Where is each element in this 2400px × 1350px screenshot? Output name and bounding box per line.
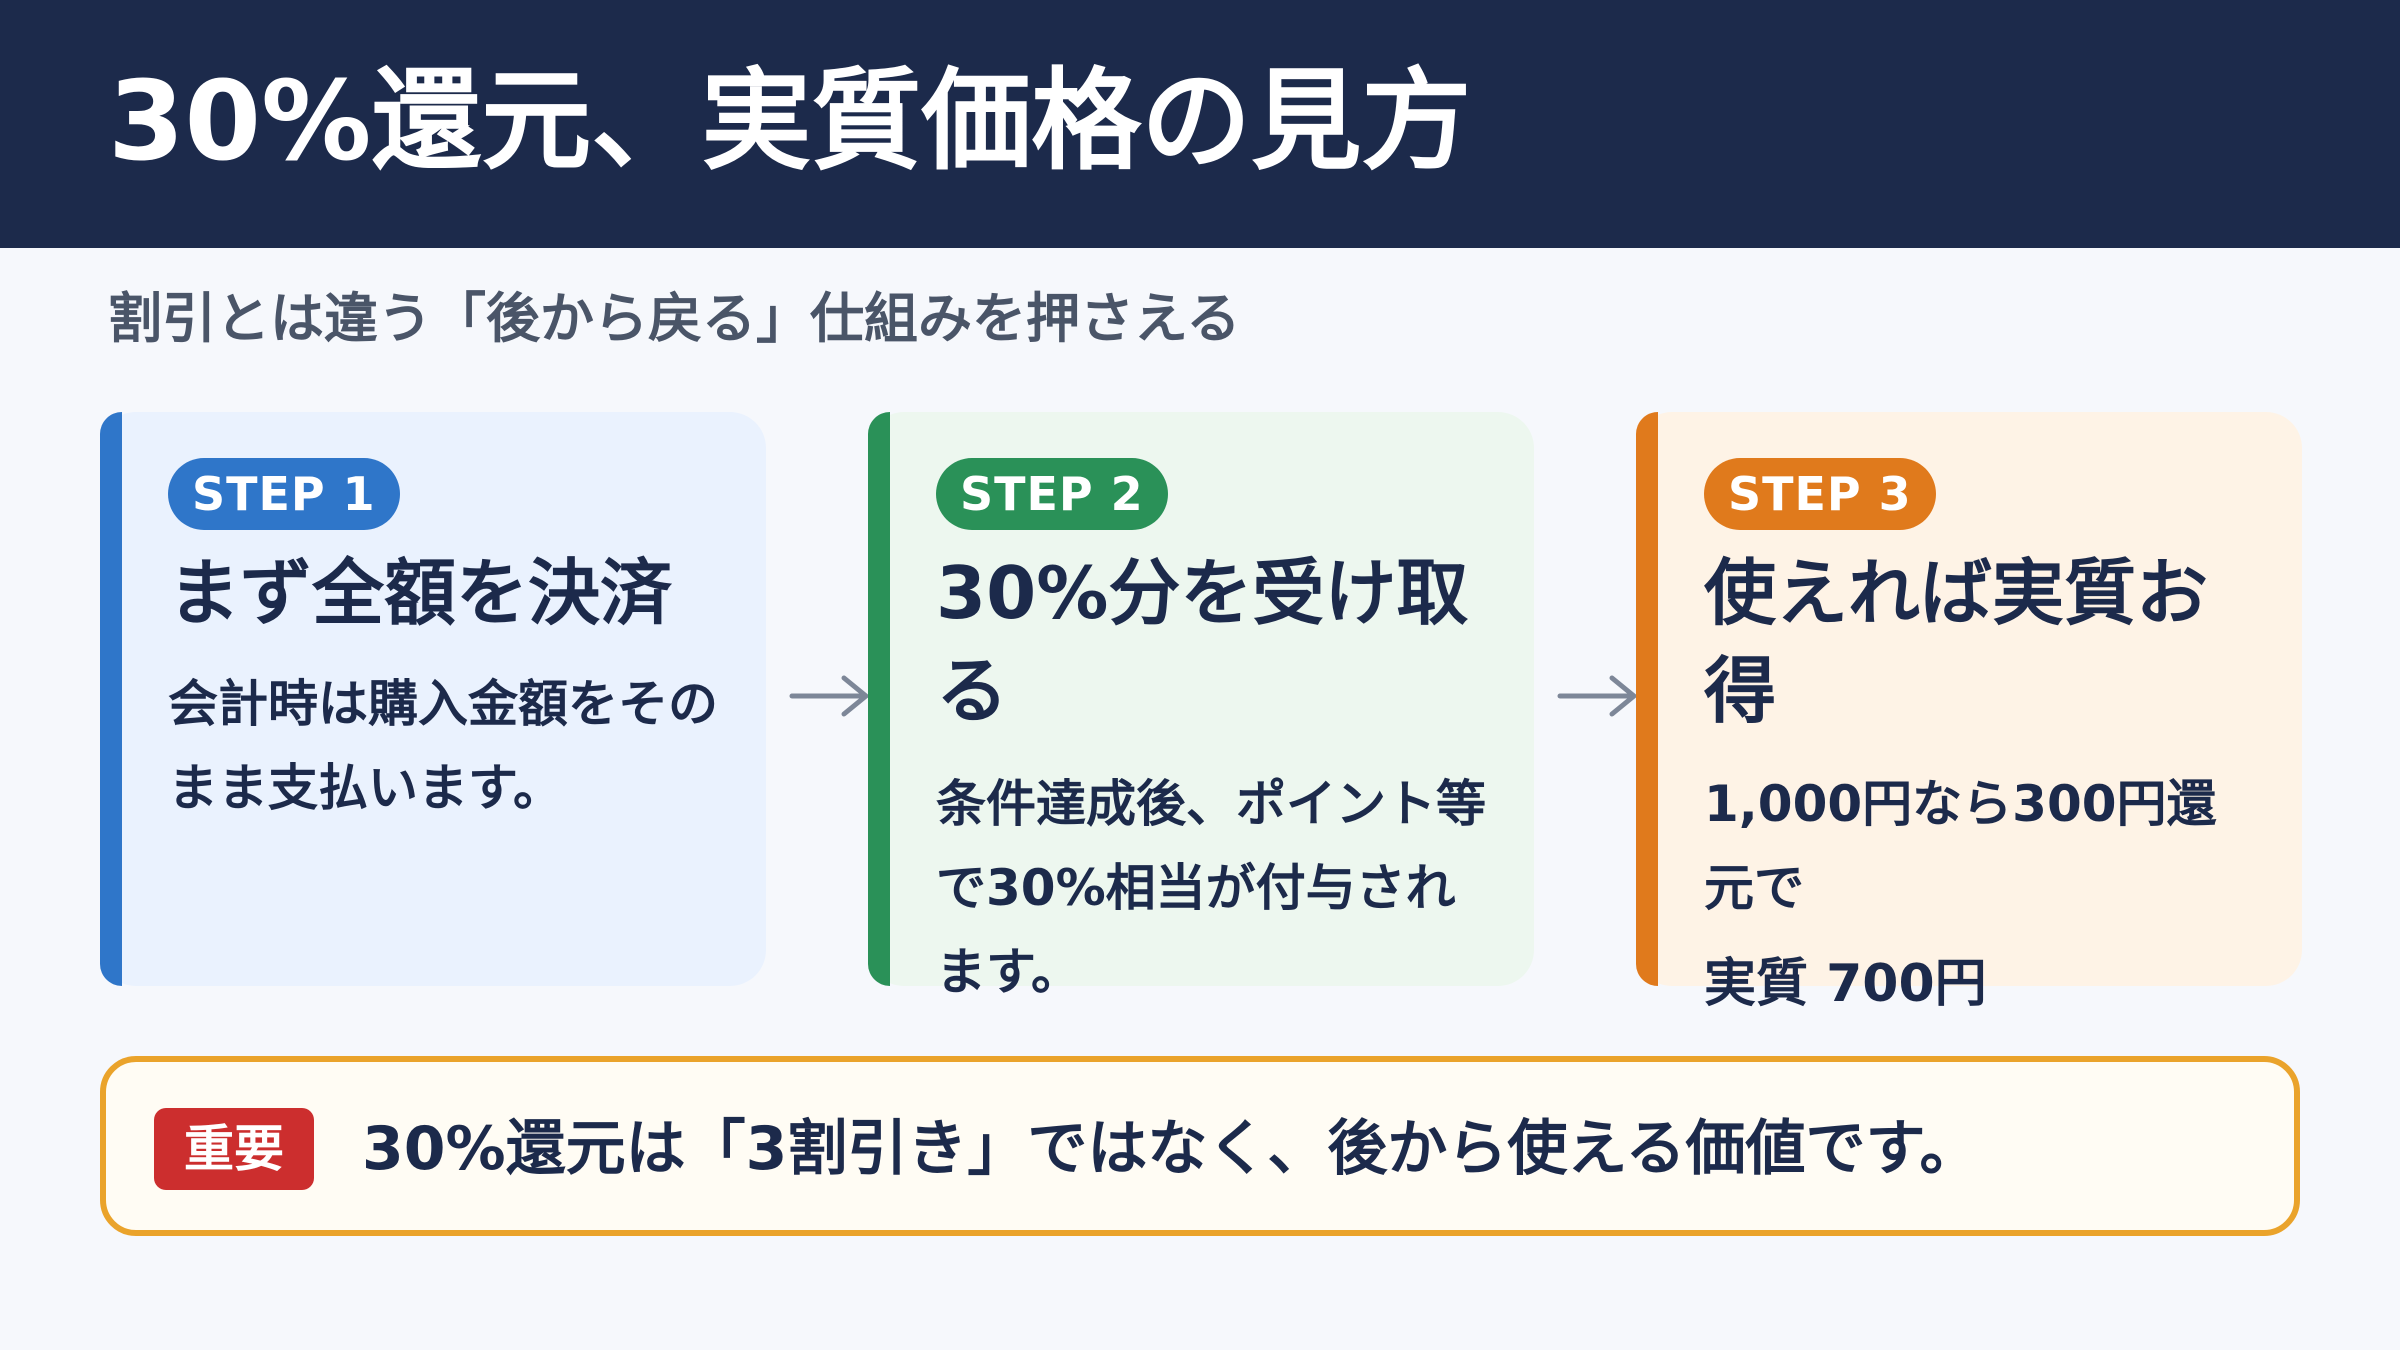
page-title: 30%還元、実質価格の見方 bbox=[108, 57, 1472, 185]
step-card-accent-bar bbox=[868, 412, 890, 986]
header-banner: 30%還元、実質価格の見方 bbox=[0, 0, 2400, 248]
arrow-right-icon bbox=[1557, 675, 1637, 717]
important-note-text: 30%還元は「3割引き」ではなく、後から使える価値です。 bbox=[362, 1114, 1980, 1184]
step-badge: STEP 1 bbox=[168, 458, 400, 530]
step-card-accent-bar bbox=[1636, 412, 1658, 986]
step-badge: STEP 2 bbox=[936, 458, 1168, 530]
step-badge: STEP 3 bbox=[1704, 458, 1936, 530]
step-title: 使えれば実質お得 bbox=[1704, 551, 2209, 733]
step-description: 1,000円なら300円還元で bbox=[1704, 775, 2217, 917]
step-title: まず全額を決済 bbox=[168, 551, 673, 635]
step-title: 30%分を受け取る bbox=[936, 551, 1469, 733]
step-card-1: STEP 1 まず全額を決済 会計時は購入金額をそのまま支払います。 bbox=[100, 412, 766, 986]
important-note-box: 重要 30%還元は「3割引き」ではなく、後から使える価値です。 bbox=[100, 1056, 2300, 1236]
step-card-2: STEP 2 30%分を受け取る 条件達成後、ポイント等で30%相当が付与されま… bbox=[868, 412, 1534, 1001]
important-badge: 重要 bbox=[154, 1108, 314, 1190]
effective-price: 実質 700円 bbox=[1704, 954, 1987, 1014]
step-card-accent-bar bbox=[100, 412, 122, 986]
step-description: 会計時は購入金額をそのまま支払います。 bbox=[168, 675, 718, 817]
arrow-right-icon bbox=[789, 675, 869, 717]
step-card-3: STEP 3 使えれば実質お得 1,000円なら300円還元で 実質 700円 bbox=[1636, 412, 2302, 1014]
page-subtitle: 割引とは違う「後から戻る」仕組みを押さえる bbox=[108, 287, 1241, 350]
step-description: 条件達成後、ポイント等で30%相当が付与されます。 bbox=[936, 775, 1486, 1001]
